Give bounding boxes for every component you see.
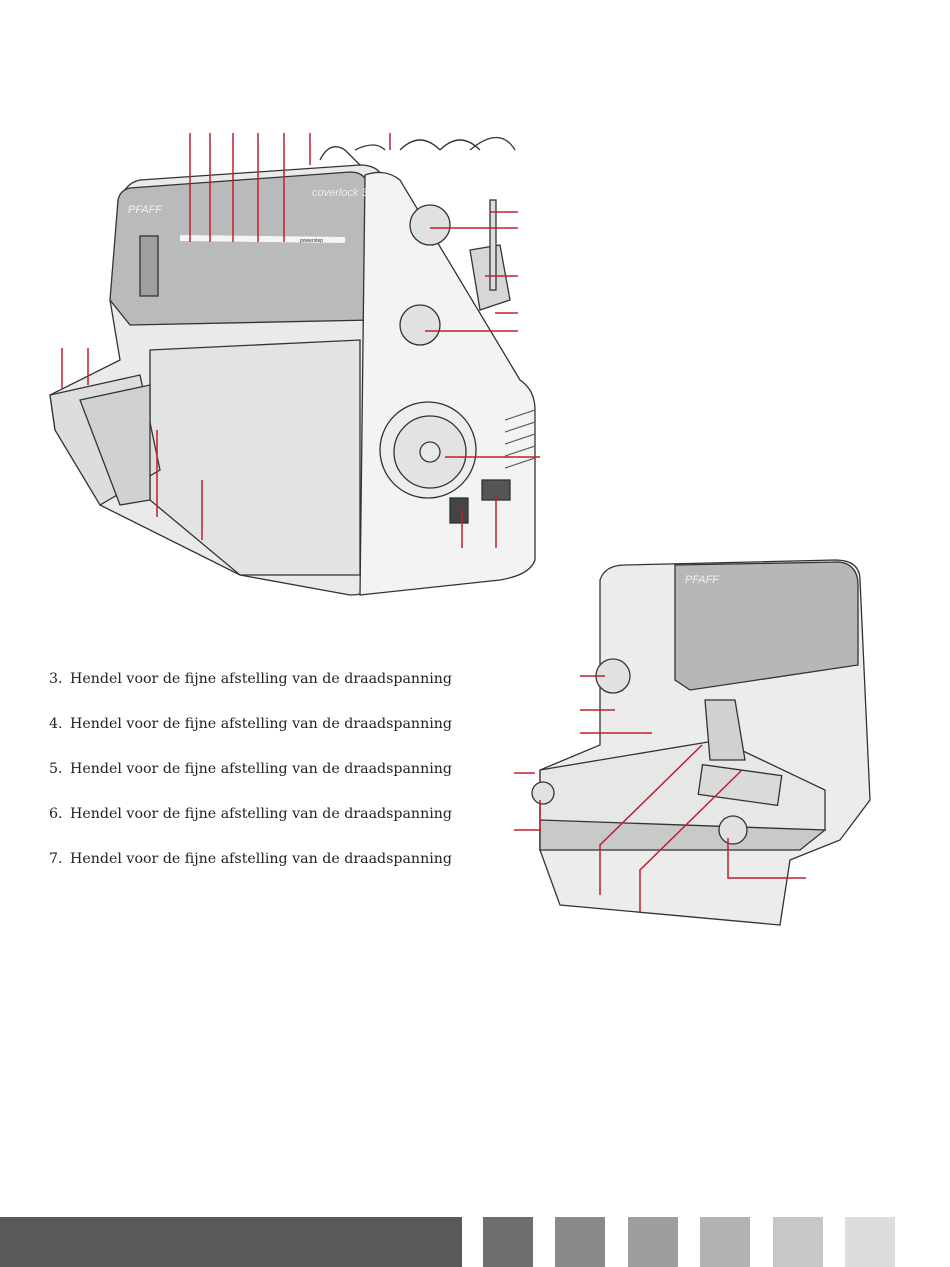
footer-swatch [555,1217,605,1267]
footer-swatch [628,1217,678,1267]
list-item: 3. Hendel voor de fijne afstelling van de… [49,669,452,714]
bottom-machine-brand: PFAFF [685,574,720,586]
top-machine-brand: PFAFF [128,204,163,216]
footer-swatch [773,1217,823,1267]
item-number: 3. [49,671,63,687]
footer-swatch [700,1217,750,1267]
overlock-machine-front-view [49,136,536,596]
item-text: Hendel voor de fijne afstelling van de d… [70,761,452,777]
parts-list: 3. Hendel voor de fijne afstelling van de… [49,669,452,894]
item-number: 4. [49,716,63,732]
list-item: 5. Hendel voor de fijne afstelling van de… [49,759,452,804]
item-text: Hendel voor de fijne afstelling van de d… [70,851,452,867]
footer-swatch [483,1217,533,1267]
footer-swatch [845,1217,895,1267]
top-machine-feature: powerstep [300,238,323,244]
top-machine-model: coverlock 3.0 [312,187,378,199]
item-number: 5. [49,761,63,777]
list-item: 4. Hendel voor de fijne afstelling van de… [49,714,452,759]
item-text: Hendel voor de fijne afstelling van de d… [70,716,452,732]
list-item: 7. Hendel voor de fijne afstelling van de… [49,849,452,894]
list-item: 6. Hendel voor de fijne afstelling van de… [49,804,452,849]
item-number: 7. [49,851,63,867]
item-text: Hendel voor de fijne afstelling van de d… [70,671,452,687]
item-number: 6. [49,806,63,822]
item-text: Hendel voor de fijne afstelling van de d… [70,806,452,822]
machine-illustrations: PFAFF coverlock 3.0 powerstep PFAFF [49,133,871,926]
callout-lines [61,133,806,912]
overlock-machine-side-view [531,559,871,926]
footer-bar [0,1217,462,1267]
